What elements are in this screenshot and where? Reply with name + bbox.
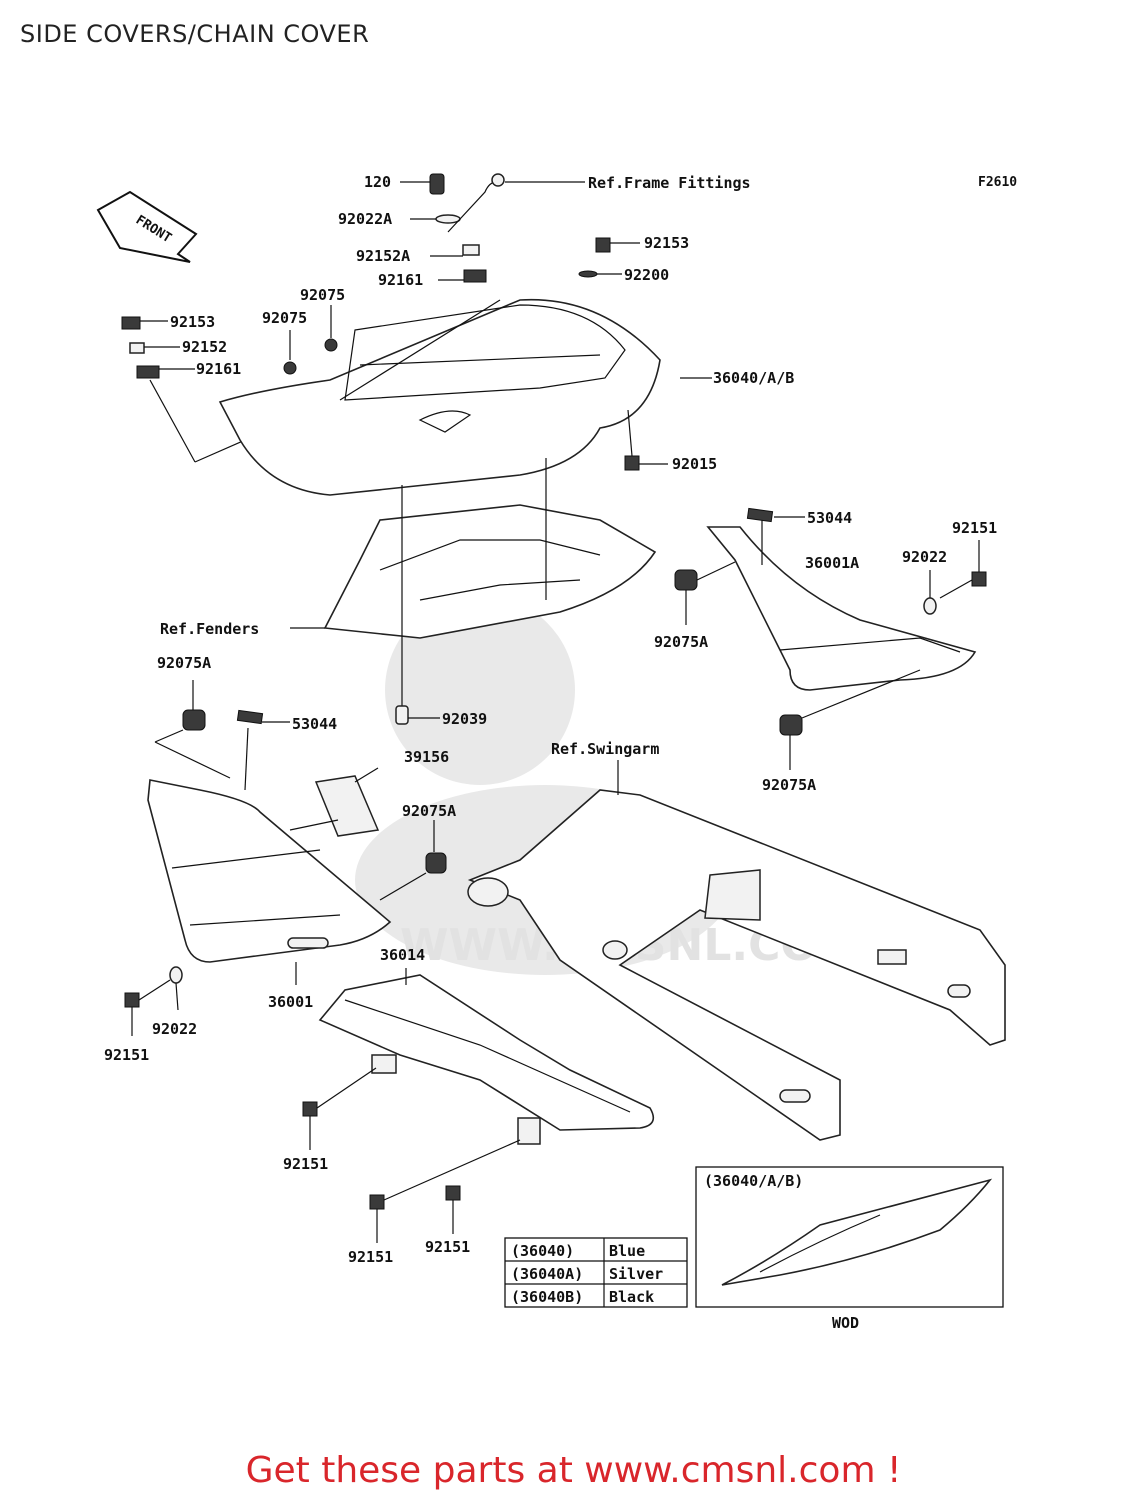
part-label: 92151 (348, 1248, 393, 1266)
color-table: (36040) Blue (36040A) Silver (36040B) Bl… (504, 1237, 688, 1308)
chain-cover-body (318, 974, 655, 1131)
bolt-92151-left-icon (124, 992, 140, 1008)
part-label: 92161 (378, 271, 423, 289)
part-label: 92039 (442, 710, 487, 728)
fender-body (323, 504, 657, 639)
grommet-92161-left-icon (136, 365, 160, 379)
clip-92015-icon (624, 455, 640, 471)
part-label: 92151 (425, 1238, 470, 1256)
collar-92152-icon (129, 342, 145, 354)
part-label: 92200 (624, 266, 669, 284)
page-title: SIDE COVERS/CHAIN COVER (20, 20, 370, 48)
chain-cover-36014 (302, 968, 655, 1243)
seat-cowl-body (218, 298, 661, 496)
part-label: 36001 (268, 993, 313, 1011)
washer-92200-icon (578, 270, 598, 278)
part-label: 92022A (338, 210, 392, 228)
grommet-92075a-center-icon (425, 852, 447, 874)
bolt-92151-b1-icon (369, 1194, 385, 1210)
washer-92022-right-icon (923, 597, 937, 615)
bolt-92151-b2-icon (445, 1185, 461, 1201)
part-label: 92151 (952, 519, 997, 537)
part-label: 92015 (672, 455, 717, 473)
part-label: 92075A (157, 654, 211, 672)
part-label: 92075 (262, 309, 307, 327)
grommet-92161-icon (463, 269, 487, 283)
part-label: 92075A (402, 802, 456, 820)
bolt-92153-top-icon (595, 237, 611, 253)
part-label: 92153 (644, 234, 689, 252)
pivot-icon (467, 877, 509, 907)
side-cover-right-body (706, 526, 977, 691)
fender-tray (290, 458, 657, 725)
table-row-color: Blue (609, 1242, 645, 1260)
part-label: 92153 (170, 313, 215, 331)
top-fasteners (121, 173, 640, 463)
part-label: 39156 (404, 748, 449, 766)
front-arrow: FRONT (96, 190, 198, 263)
side-cover-36001a (674, 507, 987, 770)
footer-link-text[interactable]: Get these parts at www.cmsnl.com ! (245, 1450, 902, 1491)
bolt-92153-left-icon (121, 316, 141, 330)
grommet-92075a-left-icon (182, 709, 206, 731)
part-labels: 120 92022A Ref.Frame Fittings 92152A 921… (104, 173, 997, 1266)
cable-icon (447, 181, 501, 233)
part-label: 92075 (300, 286, 345, 304)
part-label: 92152 (182, 338, 227, 356)
part-label: 36001A (805, 554, 859, 572)
inset-label: (36040/A/B) (704, 1172, 803, 1190)
ref-fenders-label: Ref.Fenders (160, 620, 259, 638)
bolt-92151-right-icon (971, 571, 987, 587)
part-label: 92151 (283, 1155, 328, 1173)
table-row-part: (36040A) (511, 1265, 583, 1283)
part-label: 92022 (152, 1020, 197, 1038)
inset-cowl-icon (721, 1178, 993, 1286)
part-label: 92161 (196, 360, 241, 378)
inset-code: WOD (832, 1314, 859, 1332)
part-label: 92075A (654, 633, 708, 651)
part-label: 92022 (902, 548, 947, 566)
table-row-part: (36040B) (511, 1288, 583, 1306)
grommet-92075a-right-icon (779, 714, 803, 736)
nut-92075-a-icon (324, 338, 338, 352)
watermark-mascot (385, 595, 575, 785)
washer-92022a-icon (435, 214, 461, 224)
collar-53044-right-icon (746, 507, 774, 523)
collar-92152a-icon (462, 244, 480, 256)
bolt-120-icon (429, 173, 445, 195)
part-label: 92151 (104, 1046, 149, 1064)
part-label: 36040/A/B (713, 369, 794, 387)
swingarm (467, 760, 1006, 1141)
seat-cowl-36040 (218, 298, 712, 496)
inset-36040: (36040/A/B) WOD (695, 1166, 1004, 1332)
nut-92075-b-icon (283, 361, 297, 375)
part-label: 53044 (807, 509, 852, 527)
bolt-92151-mid-icon (302, 1101, 318, 1117)
table-row-part: (36040) (511, 1242, 574, 1260)
part-label: 53044 (292, 715, 337, 733)
side-cover-left-body (147, 779, 392, 963)
collar-53044-left-icon (236, 709, 264, 725)
part-label: 36014 (380, 946, 425, 964)
table-row-color: Black (609, 1288, 654, 1306)
label-39156-icon (314, 775, 380, 837)
grommet-92075a-mid-icon (674, 569, 698, 591)
parts-diagram: WWW.CMSNL.COM FRONT F2610 (96, 173, 1017, 1332)
side-cover-36001 (124, 680, 447, 1036)
ref-swingarm-label: Ref.Swingarm (551, 740, 659, 758)
part-label: 120 (364, 173, 391, 191)
figure-code: F2610 (978, 175, 1017, 190)
table-row-color: Silver (609, 1265, 663, 1283)
front-arrow-icon (96, 190, 198, 263)
swingarm-body (467, 789, 1006, 1141)
clip-92039-icon (395, 705, 409, 725)
ref-frame-label: Ref.Frame Fittings (588, 174, 751, 192)
part-label: 92152A (356, 247, 410, 265)
washer-92022-left-icon (169, 966, 183, 984)
part-label: 92075A (762, 776, 816, 794)
